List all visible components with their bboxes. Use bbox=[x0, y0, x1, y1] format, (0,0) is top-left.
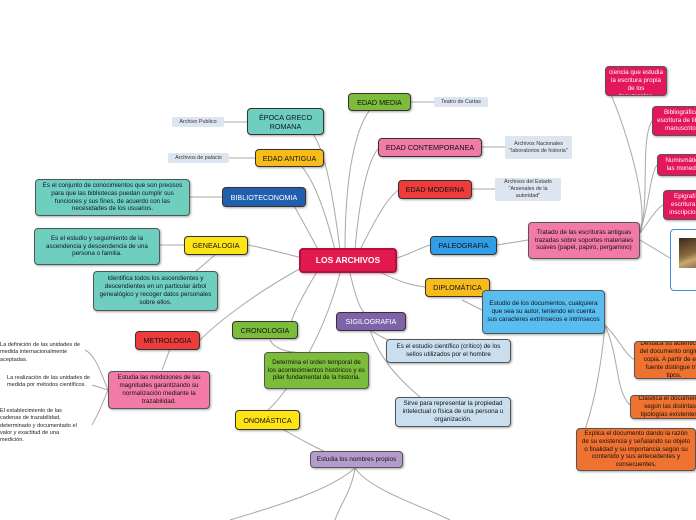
branch-genealogia[interactable]: GENEALOGIA bbox=[184, 236, 248, 255]
desc-genealogia-1[interactable]: Es el estudio y seguimiento de la ascend… bbox=[34, 228, 160, 265]
note-archivos-nacionales: Archivos Nacionales "laboratorios de his… bbox=[505, 136, 572, 159]
desc-onomastica[interactable]: Estudia los nombres propios bbox=[310, 451, 403, 468]
desc-metrologia[interactable]: Estudia las mediciones de las magnitudes… bbox=[108, 371, 210, 409]
branch-biblioteconomia[interactable]: BIBLIOTECONOMIA bbox=[222, 187, 306, 207]
manuscript-photo bbox=[679, 238, 696, 268]
branch-metrologia[interactable]: METROLOGIA bbox=[135, 331, 200, 350]
branch-paleografia[interactable]: PALEOGRAFIA bbox=[430, 236, 497, 255]
desc-diplomatico[interactable]: Diplomático: es la ciencia que estudia l… bbox=[605, 66, 667, 96]
desc-explica[interactable]: Explica el documento dando la razón de s… bbox=[576, 428, 696, 471]
desc-bibliografica[interactable]: Bibliográfica: escritura de libros manus… bbox=[652, 106, 696, 136]
branch-edad-moderna[interactable]: EDAD MODERNA bbox=[398, 180, 472, 199]
branch-cronologia[interactable]: CRONOLOGIA bbox=[232, 321, 298, 339]
desc-cronologia[interactable]: Determina el orden temporal de los acont… bbox=[264, 352, 369, 389]
manuscript-image[interactable] bbox=[670, 229, 696, 291]
metrologia-item-1: La definición de las unidades de medida … bbox=[0, 342, 80, 363]
note-teatro-cartas: Teatro de Cartas bbox=[434, 97, 488, 107]
desc-paleografia[interactable]: Tratado de las escrituras antiguas traza… bbox=[528, 222, 640, 259]
desc-clasifica[interactable]: Clasifica el documento según las distint… bbox=[630, 395, 696, 419]
metrologia-item-2: La realización de las unidades de medida… bbox=[7, 375, 91, 389]
branch-onomastica[interactable]: ONOMÁSTICA bbox=[235, 410, 300, 430]
desc-numismatica[interactable]: Numismática: las monedas bbox=[657, 154, 696, 176]
branch-sigilografia[interactable]: SIGILOGRAFIA bbox=[336, 312, 406, 331]
branch-edad-media[interactable]: EDAD MEDIA bbox=[348, 93, 411, 111]
desc-biblioteconomia[interactable]: Es el conjunto de conocimientos que son … bbox=[35, 179, 190, 216]
branch-epoca-greca-romana[interactable]: ÉPOCA GRECO ROMANA bbox=[247, 108, 324, 135]
note-archivos-estado: Archivos del Estado "Arsenales de la aut… bbox=[495, 178, 561, 201]
desc-sigilografia-2[interactable]: Sirve para representar la propiedad inte… bbox=[395, 397, 511, 427]
branch-edad-antigua[interactable]: EDAD ANTIGUA bbox=[255, 149, 324, 167]
note-archivo-publico: Archivo Publico bbox=[172, 117, 224, 127]
branch-diplomatica[interactable]: DIPLOMÁTICA bbox=[425, 278, 490, 297]
desc-genealogia-2[interactable]: Identifica todos los ascendientes y desc… bbox=[93, 271, 218, 311]
metrologia-item-3: El establecimiento de las cadenas de tra… bbox=[0, 408, 77, 444]
desc-diplomatica[interactable]: Estudio de los documentos, cualquiera qu… bbox=[482, 290, 605, 334]
branch-edad-contemporanea[interactable]: EDAD CONTEMPORANEA bbox=[378, 138, 482, 157]
root-topic[interactable]: LOS ARCHIVOS bbox=[299, 248, 397, 273]
desc-destaca[interactable]: Destaca su autenticidad del documento or… bbox=[634, 341, 696, 379]
desc-sigilografia-1[interactable]: Es el estudio científico (crítico) de lo… bbox=[386, 339, 511, 363]
note-archivos-palacio: Archivos de palacio bbox=[168, 153, 229, 163]
desc-epigrafia[interactable]: Epigrafía: escritura de inscripciones bbox=[663, 190, 696, 220]
